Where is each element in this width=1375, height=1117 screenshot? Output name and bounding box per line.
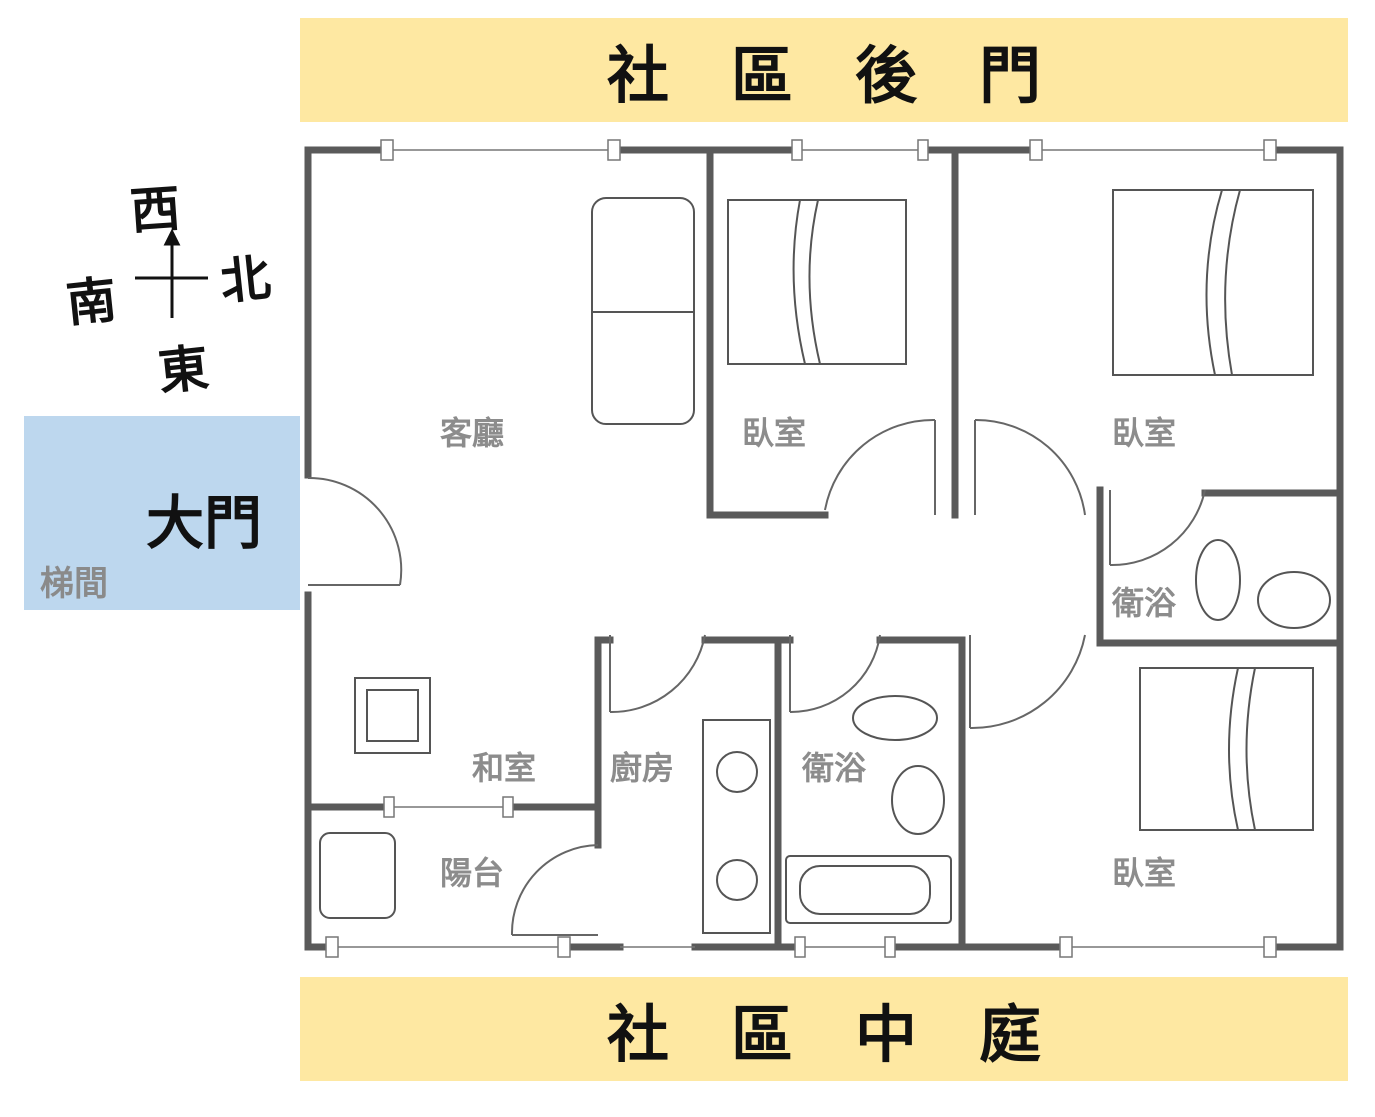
bath2-label: 衛浴 bbox=[801, 749, 867, 787]
bed-icon bbox=[1139, 667, 1314, 831]
bed-icon bbox=[1112, 189, 1314, 376]
room-labels: 客廳 臥室 臥室 衛浴 和室 廚房 衛浴 陽台 臥室 bbox=[440, 414, 1177, 892]
sink-icon bbox=[891, 765, 945, 835]
bedroom1-label: 臥室 bbox=[742, 414, 806, 452]
back-gate-banner: 社區後門 bbox=[300, 18, 1348, 122]
furniture bbox=[319, 189, 1331, 934]
back-gate-label: 社區後門 bbox=[606, 39, 1103, 112]
stairwell-area: 大門 梯間 bbox=[24, 416, 300, 610]
walls bbox=[304, 146, 1344, 951]
bathtub-icon bbox=[785, 855, 952, 924]
japanese-room-label: 和室 bbox=[472, 749, 536, 787]
bedroom3-label: 臥室 bbox=[1112, 854, 1176, 892]
toilet-icon bbox=[852, 695, 938, 741]
stairwell-label: 梯間 bbox=[40, 564, 108, 604]
courtyard-banner: 社區中庭 bbox=[300, 977, 1348, 1081]
bath1-label: 衛浴 bbox=[1111, 584, 1177, 622]
sink-icon bbox=[1257, 571, 1331, 629]
bedroom2-label: 臥室 bbox=[1112, 414, 1176, 452]
kitchen-label: 廚房 bbox=[610, 749, 674, 787]
stove-icon bbox=[702, 719, 771, 934]
washer-icon bbox=[319, 832, 396, 919]
bed-icon bbox=[727, 199, 907, 365]
toilet-icon bbox=[1195, 539, 1241, 621]
balcony-label: 陽台 bbox=[440, 854, 504, 892]
courtyard-label: 社區中庭 bbox=[606, 998, 1103, 1071]
doors bbox=[307, 418, 1206, 936]
table-icon bbox=[354, 677, 431, 754]
main-door-label: 大門 bbox=[146, 489, 263, 557]
compass-icon bbox=[135, 228, 208, 318]
windows bbox=[325, 139, 1277, 958]
living-room-label: 客廳 bbox=[440, 414, 504, 452]
